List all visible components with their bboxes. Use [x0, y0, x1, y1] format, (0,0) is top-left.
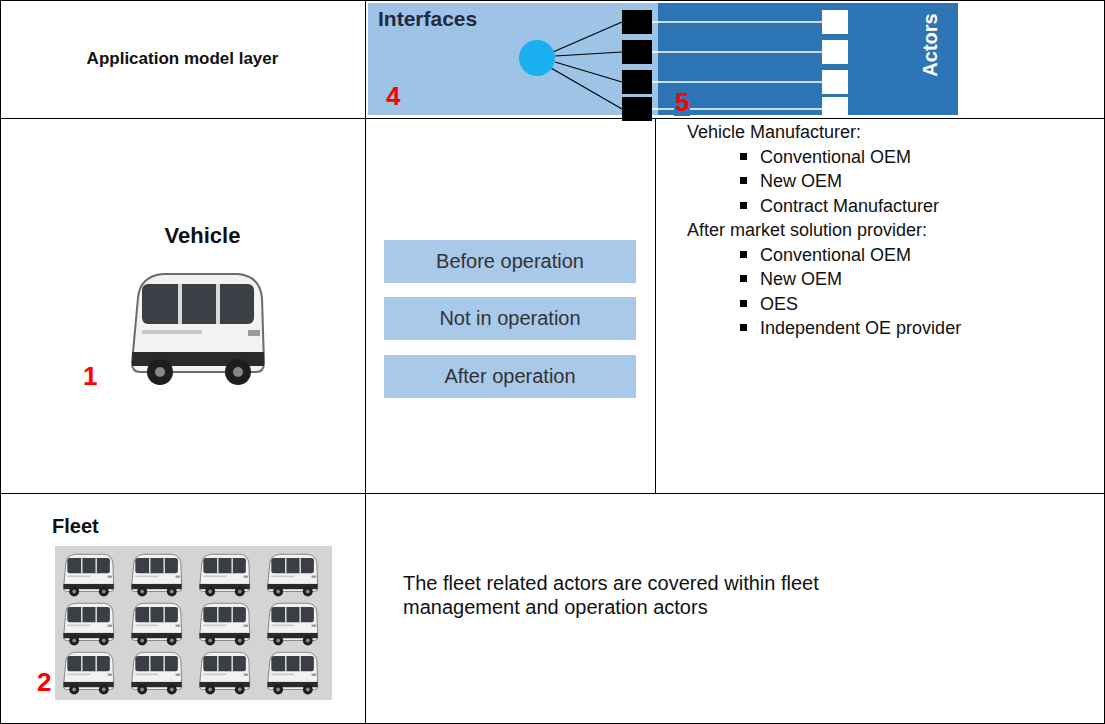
list-bullet: [740, 300, 747, 307]
layer-cell: Application model layer: [0, 0, 365, 118]
text-row: Interfaces: [378, 7, 958, 31]
vehicle-cell: Vehicle: [0, 118, 365, 493]
text-row: Before operation: [436, 250, 584, 273]
list-text: Independent OE provider: [760, 318, 961, 338]
table-rule: [0, 118, 1105, 119]
callout-number: 5: [674, 88, 690, 116]
interfaces-panel: Interfaces Actors: [368, 3, 958, 115]
note-cell: The fleet related actors are covered wit…: [365, 493, 1105, 724]
list-bullet: [740, 153, 747, 160]
list-bullet: [740, 177, 747, 184]
list-text: Vehicle Manufacturer:: [687, 122, 861, 142]
list-text: OES: [760, 294, 798, 314]
text-row: Contract Manufacturer: [687, 194, 1105, 219]
list-text: After market solution provider:: [687, 220, 927, 240]
text-row: OES: [687, 292, 1105, 317]
node-text: Vehicle: [165, 223, 241, 248]
callout-number: 4: [385, 82, 401, 110]
text-row: After operation: [444, 365, 575, 388]
text-row: Actors: [919, 13, 942, 76]
list-text: Contract Manufacturer: [760, 196, 939, 216]
text-row: Conventional OEM: [687, 243, 1105, 268]
node-text: Application model layer: [87, 49, 279, 68]
actors-panel: Actors: [658, 3, 958, 115]
interfaces-ground: [368, 3, 958, 115]
text-row: After market solution provider:: [687, 218, 1105, 243]
text-row: Application model layer: [87, 49, 279, 69]
actor-port: [822, 10, 848, 115]
node-text: Actors: [919, 13, 941, 76]
callout-number: 2: [36, 668, 52, 696]
text-row: The fleet related actors are covered wit…: [403, 571, 883, 619]
list-bullet: [740, 324, 747, 331]
state-box: Not in operation: [384, 297, 636, 340]
node-text: Interfaces: [378, 7, 477, 30]
list-bullet: [740, 202, 747, 209]
text-row: Vehicle Manufacturer:: [687, 120, 1105, 145]
text-row: Conventional OEM: [687, 145, 1105, 170]
node-text: Before operation: [436, 250, 584, 272]
node-text: The fleet related actors are covered wit…: [403, 572, 819, 618]
table-rule: [365, 0, 366, 724]
callout-number: 1: [82, 362, 98, 390]
fleet-picture: [64, 554, 318, 694]
text-row: New OEM: [687, 169, 1105, 194]
vehicle-picture: [132, 274, 264, 385]
list-bullet: [740, 275, 747, 282]
list-text: Conventional OEM: [760, 245, 911, 265]
node-text: Fleet: [52, 515, 99, 537]
actors-ground: [658, 3, 958, 115]
list-bullet: [740, 251, 747, 258]
interface-links: [551, 22, 622, 109]
list-text: Conventional OEM: [760, 147, 911, 167]
table-rule: [655, 118, 656, 493]
interface-port: [622, 10, 652, 121]
text-row: Vehicle: [40, 223, 365, 249]
text-row: New OEM: [687, 267, 1105, 292]
node-text: Not in operation: [439, 307, 580, 329]
node-text: After operation: [444, 365, 575, 387]
state-box: After operation: [384, 355, 636, 398]
actor-list-cell: Vehicle Manufacturer: Conventional OEM New…: [655, 118, 1105, 493]
fleet-cell: Fleet: [0, 493, 365, 724]
text-row: Fleet: [52, 515, 365, 538]
interface-hub: [519, 40, 555, 76]
state-box: Before operation: [384, 240, 636, 283]
table-rule: [0, 493, 1105, 494]
list-text: New OEM: [760, 269, 842, 289]
text-row: Not in operation: [439, 307, 580, 330]
fleet-ground: [55, 546, 332, 700]
text-row: Independent OE provider: [687, 316, 1105, 341]
list-text: New OEM: [760, 171, 842, 191]
